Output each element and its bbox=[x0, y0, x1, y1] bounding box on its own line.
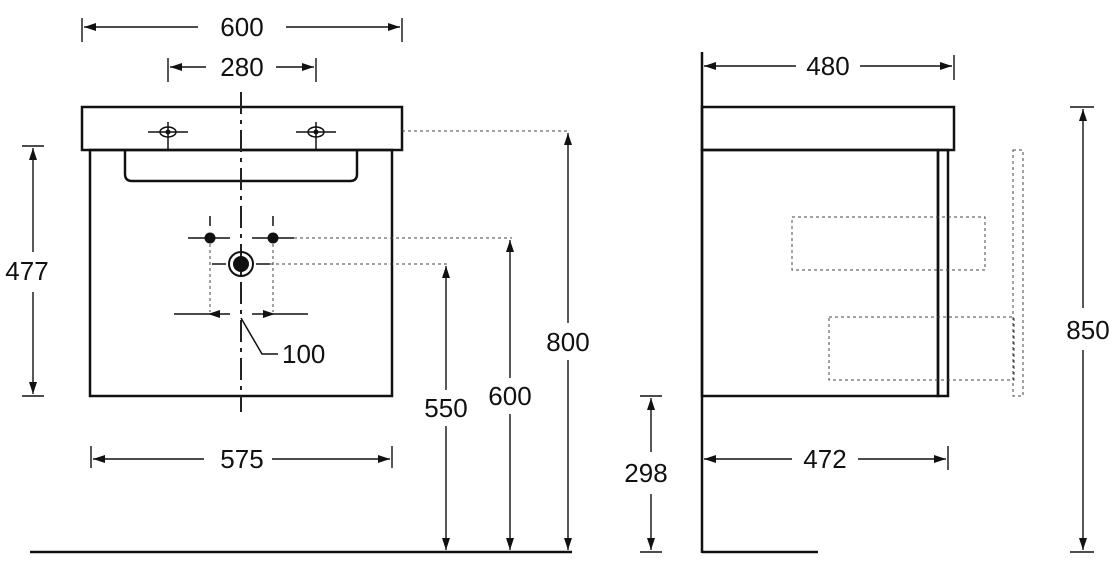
cabinet-side bbox=[700, 148, 940, 398]
label-inlet-height: 600 bbox=[488, 381, 531, 411]
label-waste-height: 550 bbox=[424, 393, 467, 423]
dim-basin-height: 800 bbox=[546, 133, 590, 550]
upper-drawer bbox=[791, 216, 986, 271]
dim-overall-depth: 480 bbox=[704, 51, 955, 81]
dim-overall-width: 600 bbox=[81, 12, 403, 42]
right-tap-hole bbox=[296, 122, 336, 150]
dim-cabinet-width: 575 bbox=[90, 444, 393, 474]
dim-waste-offset: 100 bbox=[174, 310, 325, 369]
dim-inlet-height: 600 bbox=[488, 240, 532, 550]
dim-total-height: 850 bbox=[1066, 106, 1110, 553]
label-basin-height: 800 bbox=[546, 327, 589, 357]
lower-drawer bbox=[828, 316, 1015, 381]
label-cabinet-width: 575 bbox=[220, 444, 263, 474]
side-view: 480 472 298 850 bbox=[624, 51, 1110, 554]
label-overall-width: 600 bbox=[220, 12, 263, 42]
front-view: 600 280 477 100 bbox=[5, 12, 590, 554]
label-floor-clearance: 298 bbox=[624, 458, 667, 488]
label-waste-offset: 100 bbox=[282, 339, 325, 369]
label-cabinet-depth: 472 bbox=[803, 444, 846, 474]
cabinet-door-edge bbox=[936, 148, 950, 398]
dim-cabinet-depth: 472 bbox=[704, 444, 949, 474]
dim-floor-clearance: 298 bbox=[624, 395, 668, 553]
waste-outlet bbox=[212, 251, 270, 277]
label-cabinet-height: 477 bbox=[5, 256, 48, 286]
left-tap-hole bbox=[148, 122, 188, 150]
basin-top-side bbox=[700, 105, 956, 152]
dim-waste-height: 550 bbox=[424, 266, 468, 550]
dim-cabinet-height: 477 bbox=[5, 145, 49, 397]
label-tap-spacing: 280 bbox=[220, 52, 263, 82]
label-total-height: 850 bbox=[1066, 315, 1109, 345]
drawer-front-open bbox=[1012, 149, 1024, 397]
dim-tap-spacing: 280 bbox=[167, 52, 317, 82]
label-overall-depth: 480 bbox=[806, 51, 849, 81]
